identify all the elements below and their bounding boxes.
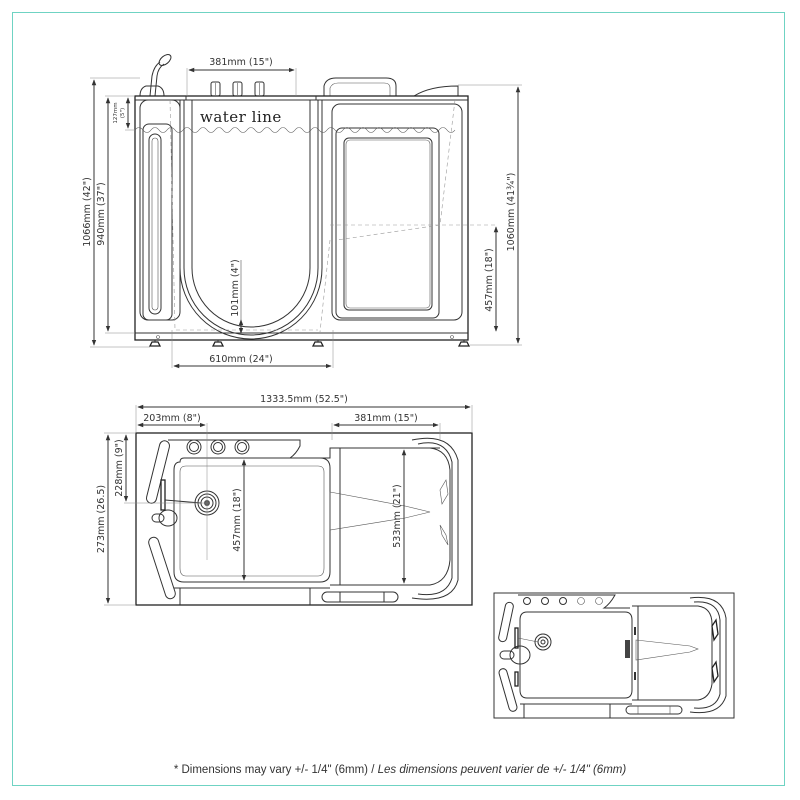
dim-overall-width: 273mm (26.5)	[96, 485, 107, 553]
water-line-wave	[134, 127, 456, 133]
leveling-feet	[148, 335, 471, 347]
dim-tub-height: 940mm (37")	[96, 182, 107, 246]
dim-seat-length: 381mm (15")	[354, 413, 418, 424]
deck-jets	[186, 439, 250, 455]
dim-faucet-spacing: 381mm (15")	[209, 57, 273, 68]
dim-overall-height: 1066mm (42")	[82, 177, 93, 247]
grab-handle	[323, 77, 397, 96]
footnote-english: * Dimensions may vary +/- 1/4" (6mm) /	[173, 764, 378, 776]
drawing-frame	[12, 12, 785, 786]
dim-step-in-height: 101mm (4")	[230, 259, 241, 317]
handheld-shower-icon	[139, 54, 172, 97]
dim-rim-waterline: 127mm	[113, 102, 119, 123]
elevation-view: water line 381mm (15") 1066mm (42")	[82, 54, 522, 369]
faucet-knobs	[210, 81, 265, 97]
seat-wedge	[329, 491, 431, 531]
footnote: * Dimensions may vary +/- 1/4" (6mm) / L…	[0, 764, 800, 776]
plan-outline	[135, 432, 473, 606]
dim-seat-width: 533mm (21")	[392, 484, 403, 548]
plan-view: 1333.5mm (52.5") 203mm (8") 381mm (15") …	[96, 394, 473, 606]
reference-plan-thumbnail	[493, 592, 735, 719]
footnote-french: Les dimensions peuvent varier de +/- 1/4…	[377, 764, 627, 776]
door-outline	[179, 96, 323, 340]
dim-footwell-width: 457mm (18")	[232, 488, 243, 552]
dim-drain-offset: 203mm (8")	[143, 413, 201, 424]
dim-drain-depth: 228mm (9")	[114, 439, 125, 497]
dim-door-width: 610mm (24")	[209, 354, 273, 365]
dim-rim-waterline-in: (5")	[120, 108, 126, 118]
dim-overall-length: 1333.5mm (52.5")	[260, 394, 348, 405]
tub-body	[134, 95, 469, 341]
dim-seat-height: 457mm (18")	[484, 248, 495, 312]
water-line-label: water line	[200, 108, 282, 126]
footwell	[173, 457, 331, 583]
dim-right-height: 1060mm (41¾")	[506, 173, 517, 252]
